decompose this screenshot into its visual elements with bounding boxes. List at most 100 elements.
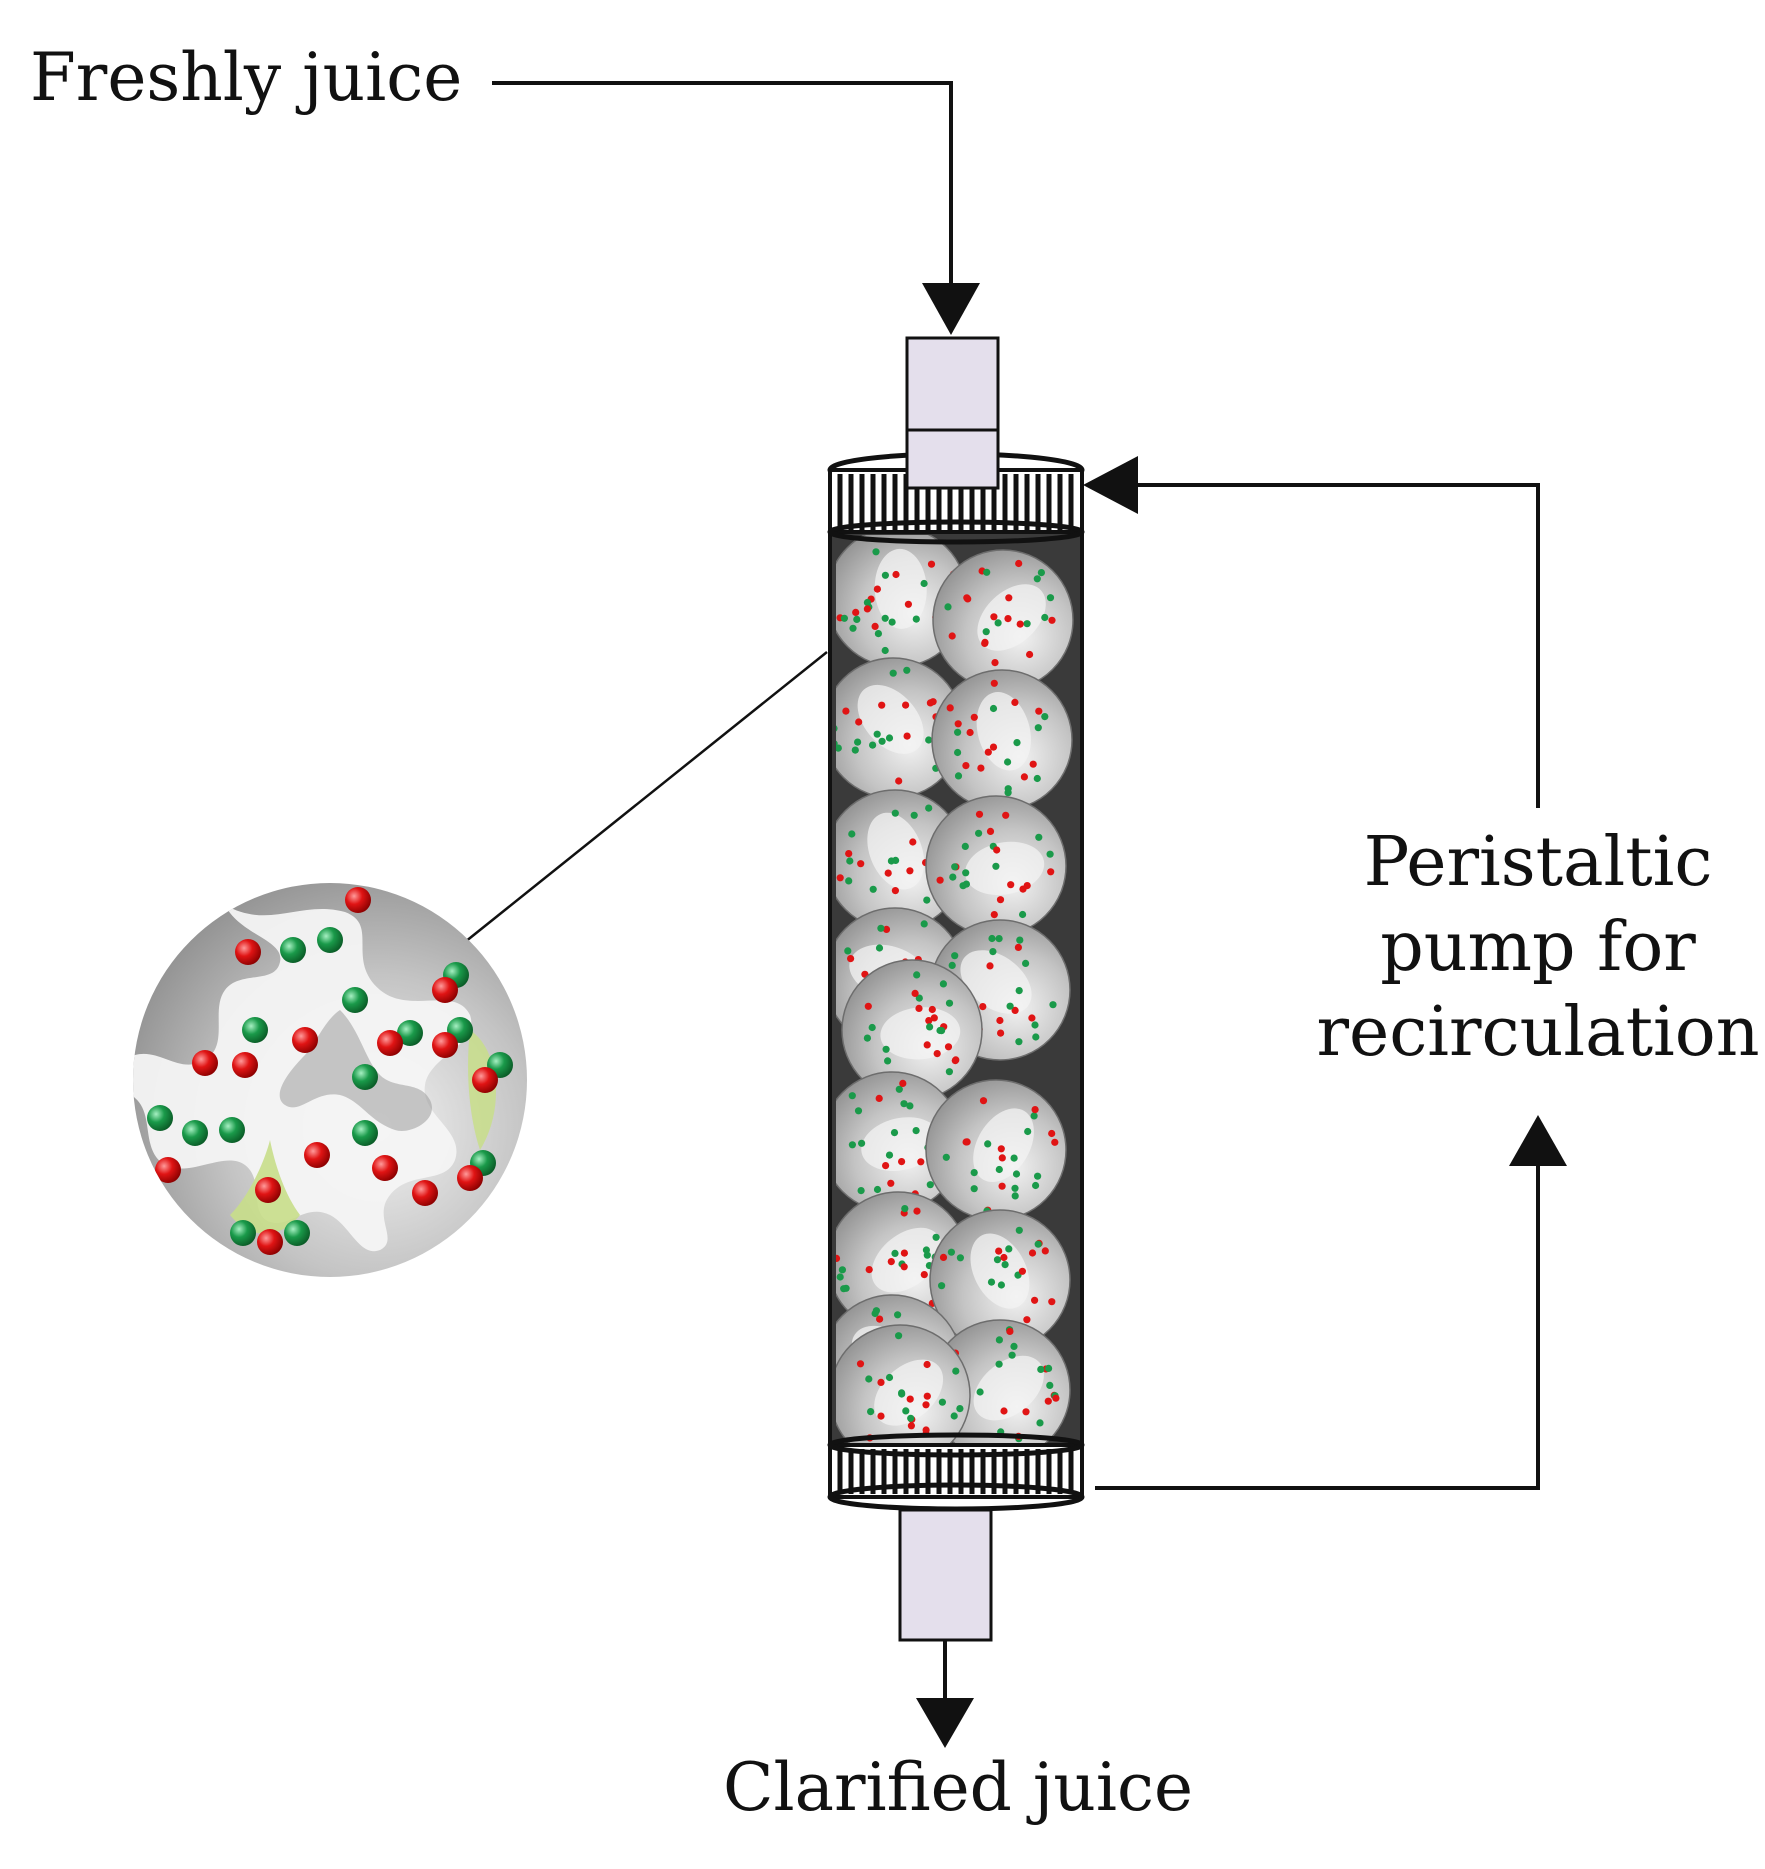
top-mesh-filter: [827, 428, 1085, 545]
green-particle: [894, 1311, 902, 1319]
red-particle: [1041, 1247, 1049, 1255]
red-particle: [836, 1254, 841, 1262]
green-particle: [898, 1390, 906, 1398]
bead-pore: [977, 584, 1046, 651]
green-particle: [1046, 1381, 1054, 1389]
red-particle: [1048, 1298, 1056, 1306]
red-particle: [891, 887, 900, 895]
green-particle: [1016, 936, 1024, 944]
red-particle: [895, 777, 903, 785]
recirculation-loop: [1083, 456, 1567, 1490]
green-particle: [1004, 785, 1012, 793]
red-particle: [977, 764, 985, 772]
green-particle: [1013, 739, 1021, 747]
inlet-arrow: [492, 81, 980, 335]
red-particle: [377, 1030, 403, 1056]
red-particle: [842, 707, 850, 715]
red-particle: [996, 896, 1005, 904]
green-particle: [951, 863, 959, 871]
bead-pore: [973, 1108, 1034, 1183]
red-particle: [929, 698, 937, 706]
red-particle: [928, 1005, 936, 1014]
red-particle: [235, 939, 261, 965]
green-particle: [1010, 1342, 1018, 1350]
green-particle: [945, 1068, 954, 1076]
red-particle: [981, 639, 989, 648]
red-particle: [979, 1097, 988, 1105]
green-particle: [912, 1127, 920, 1135]
red-particle: [887, 1258, 895, 1266]
green-particle: [849, 624, 857, 632]
green-particle: [1005, 1245, 1013, 1253]
green-particle: [987, 1278, 996, 1286]
outlet-arrow: [916, 1640, 974, 1748]
red-particle: [923, 1392, 931, 1400]
green-particle: [907, 1414, 915, 1422]
red-particle: [1044, 1397, 1052, 1405]
green-particle: [988, 934, 996, 943]
bead-pore: [973, 1355, 1044, 1421]
green-particle: [1015, 1226, 1023, 1234]
green-particle: [878, 737, 886, 745]
red-particle: [998, 1182, 1006, 1190]
green-particle: [1004, 758, 1012, 766]
red-particle: [882, 925, 891, 934]
green-particle: [994, 619, 1002, 627]
red-particle: [845, 850, 853, 858]
red-particle: [911, 989, 919, 998]
red-particle: [257, 1229, 283, 1255]
green-particle: [1045, 1364, 1053, 1372]
inlet-label: Freshly juice: [30, 39, 462, 116]
packed-bed-column: [828, 468, 1084, 1497]
red-particle: [1023, 1316, 1031, 1324]
green-particle: [891, 809, 899, 817]
green-particle: [874, 630, 883, 638]
pump-label-line3: recirculation: [1316, 993, 1759, 1072]
red-particle: [904, 600, 913, 608]
green-particle: [848, 830, 856, 838]
red-particle: [1048, 1129, 1056, 1138]
red-particle: [876, 1315, 884, 1323]
pump-label-line2: pump for: [1380, 908, 1696, 987]
green-particle: [954, 728, 962, 736]
green-particle: [863, 1034, 872, 1042]
red-particle: [1014, 943, 1023, 952]
red-particle: [1011, 698, 1019, 707]
bead-pore: [880, 1007, 961, 1060]
green-particle: [342, 987, 368, 1013]
red-particle: [871, 622, 879, 631]
red-particle: [1022, 1408, 1030, 1416]
green-particle: [948, 961, 956, 970]
green-particle: [989, 704, 998, 713]
green-particle: [902, 1407, 910, 1415]
red-particle: [906, 1395, 914, 1403]
green-particle: [858, 1139, 866, 1147]
red-particle: [1051, 1138, 1059, 1146]
red-particle: [991, 659, 999, 667]
green-particle: [840, 614, 849, 622]
green-particle: [848, 1092, 856, 1100]
green-particle: [959, 882, 967, 890]
bead-pore: [965, 841, 1045, 896]
red-particle: [927, 560, 936, 568]
red-particle: [946, 704, 954, 712]
green-particle: [895, 1332, 903, 1340]
green-particle: [1031, 1021, 1039, 1029]
red-particle: [900, 1249, 909, 1257]
red-particle: [902, 701, 910, 709]
red-particle: [906, 867, 914, 875]
outlet-tube: [898, 1508, 993, 1642]
red-particle: [898, 1158, 906, 1166]
green-particle: [284, 1220, 310, 1246]
red-particle: [915, 1004, 923, 1013]
red-particle: [155, 1157, 181, 1183]
green-particle: [219, 1117, 245, 1143]
green-particle: [922, 1246, 931, 1254]
red-particle: [995, 1247, 1003, 1255]
green-particle: [970, 1169, 978, 1177]
green-particle: [1011, 1184, 1019, 1192]
green-particle: [944, 603, 952, 611]
red-particle: [255, 1177, 281, 1203]
red-particle: [836, 874, 844, 882]
green-particle: [872, 548, 880, 556]
